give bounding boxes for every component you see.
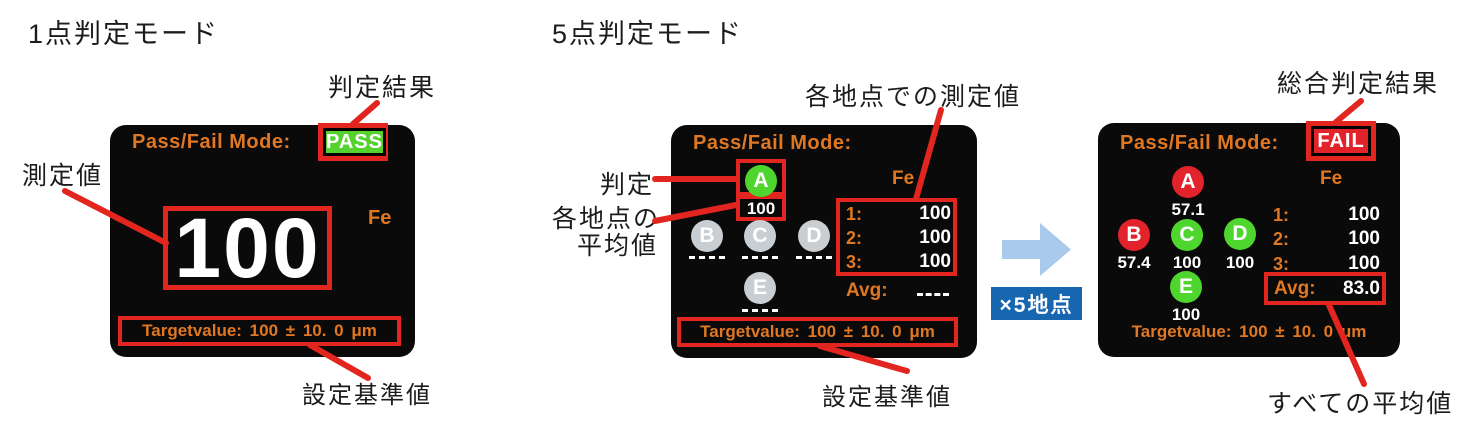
row3-label: 3: (846, 252, 863, 272)
transition-arrow-icon (1002, 223, 1071, 276)
row2-label: 2: (846, 228, 863, 248)
panel2-label-point-avg-1: 各地点の (552, 205, 661, 233)
point-b-indicator: B (691, 220, 723, 252)
row3-value: 100 (919, 251, 951, 272)
overall-avg-annotation-box (1264, 272, 1386, 305)
point-b-value: 57.4 (1117, 253, 1151, 272)
mode-label: Pass/Fail Mode: (693, 132, 852, 154)
row2-value: 100 (1348, 228, 1380, 249)
row1-value: 100 (919, 203, 951, 224)
target-value-line: Targetvalue: 100 ± 10. 0 μm (142, 321, 377, 340)
point-e-indicator: E (744, 272, 776, 304)
point-values-annotation-box (836, 198, 957, 276)
point-d-indicator: D (798, 220, 830, 252)
panel2-label-point-avg-2: 平均値 (577, 232, 659, 260)
mode-label: Pass/Fail Mode: (1120, 132, 1279, 154)
row1-label: 1: (1273, 205, 1290, 225)
row1-label: 1: (846, 204, 863, 224)
avg-label: Avg: (1274, 278, 1316, 299)
unit-fe-label: Fe (368, 207, 392, 229)
panel1-label-result: 判定結果 (328, 74, 437, 102)
point-a-indicator: A (745, 165, 777, 197)
point-b-indicator: B (1118, 219, 1150, 251)
target-value-annotation-box: Targetvalue: 100 ± 10. 0 μm (118, 316, 401, 346)
point-c-value-dashes (742, 256, 778, 259)
measured-value-annotation-box: 100 (163, 206, 332, 290)
callout-line-result (350, 100, 380, 127)
point-b-value-dashes (689, 256, 725, 259)
pass-badge: PASS (323, 128, 386, 156)
point-e-value: 100 (1171, 305, 1201, 324)
row1-value: 100 (1348, 204, 1380, 225)
target-value-annotation-box: Targetvalue: 100 ± 10. 0 μm (677, 317, 958, 347)
panel2-label-target: 設定基準値 (822, 384, 952, 411)
panel2-label-judge: 判定 (600, 171, 655, 199)
point-d-value: 100 (1225, 253, 1255, 272)
avg-value-dashes (917, 293, 949, 296)
panel2-title: 5点判定モード (552, 19, 744, 49)
device-screen-5point-result: Pass/Fail Mode: FAIL Fe A 57.1 B 57.4 C … (1098, 121, 1400, 357)
point-c-indicator: C (1171, 219, 1203, 251)
target-value-line: Targetvalue: 100 ± 10. 0 μm (1131, 322, 1367, 341)
point-e-indicator: E (1170, 271, 1202, 303)
device-screen-1point: Pass/Fail Mode: PASS 100 Fe Targetvalue:… (110, 123, 415, 357)
times-5-points-badge: ×5地点 (991, 287, 1082, 320)
point-c-indicator: C (744, 220, 776, 252)
point-c-value: 100 (1172, 253, 1202, 272)
panel1-label-target: 設定基準値 (302, 382, 432, 409)
target-value-line: Targetvalue: 100 ± 10. 0 μm (700, 322, 935, 341)
avg-value: 83.0 (1343, 278, 1380, 299)
point-e-value-dashes (742, 309, 778, 312)
fail-badge-annotation-box: FAIL (1306, 121, 1376, 161)
panel1-label-measured: 測定値 (22, 162, 104, 190)
callout-line-overall-result (1333, 98, 1364, 125)
point-d-indicator: D (1224, 218, 1256, 250)
point-a-indicator: A (1172, 166, 1204, 198)
unit-fe-label: Fe (1320, 168, 1343, 189)
row3-value: 100 (1348, 253, 1380, 274)
panel1-title: 1点判定モード (28, 19, 220, 49)
fail-badge: FAIL (1311, 126, 1371, 156)
panel3-label-all-avg: すべての平均値 (1267, 390, 1454, 418)
measured-value: 100 (174, 201, 321, 295)
device-screen-5point-progress: Pass/Fail Mode: A 100 B C D E Fe 1: 100 … (671, 125, 977, 358)
mode-label: Pass/Fail Mode: (132, 131, 291, 153)
pass-badge-annotation-box: PASS (318, 123, 388, 161)
row2-label: 2: (1273, 229, 1290, 249)
row2-value: 100 (919, 227, 951, 248)
avg-label: Avg: (846, 280, 888, 301)
point-d-value-dashes (796, 256, 832, 259)
row3-label: 3: (1273, 254, 1290, 274)
panel2-label-point-values: 各地点での測定値 (805, 83, 1022, 111)
panel3-label-overall-result: 総合判定結果 (1277, 70, 1440, 98)
unit-fe-label: Fe (892, 168, 915, 189)
point-a-value: 100 (746, 199, 776, 218)
point-a-value: 57.1 (1171, 200, 1205, 219)
